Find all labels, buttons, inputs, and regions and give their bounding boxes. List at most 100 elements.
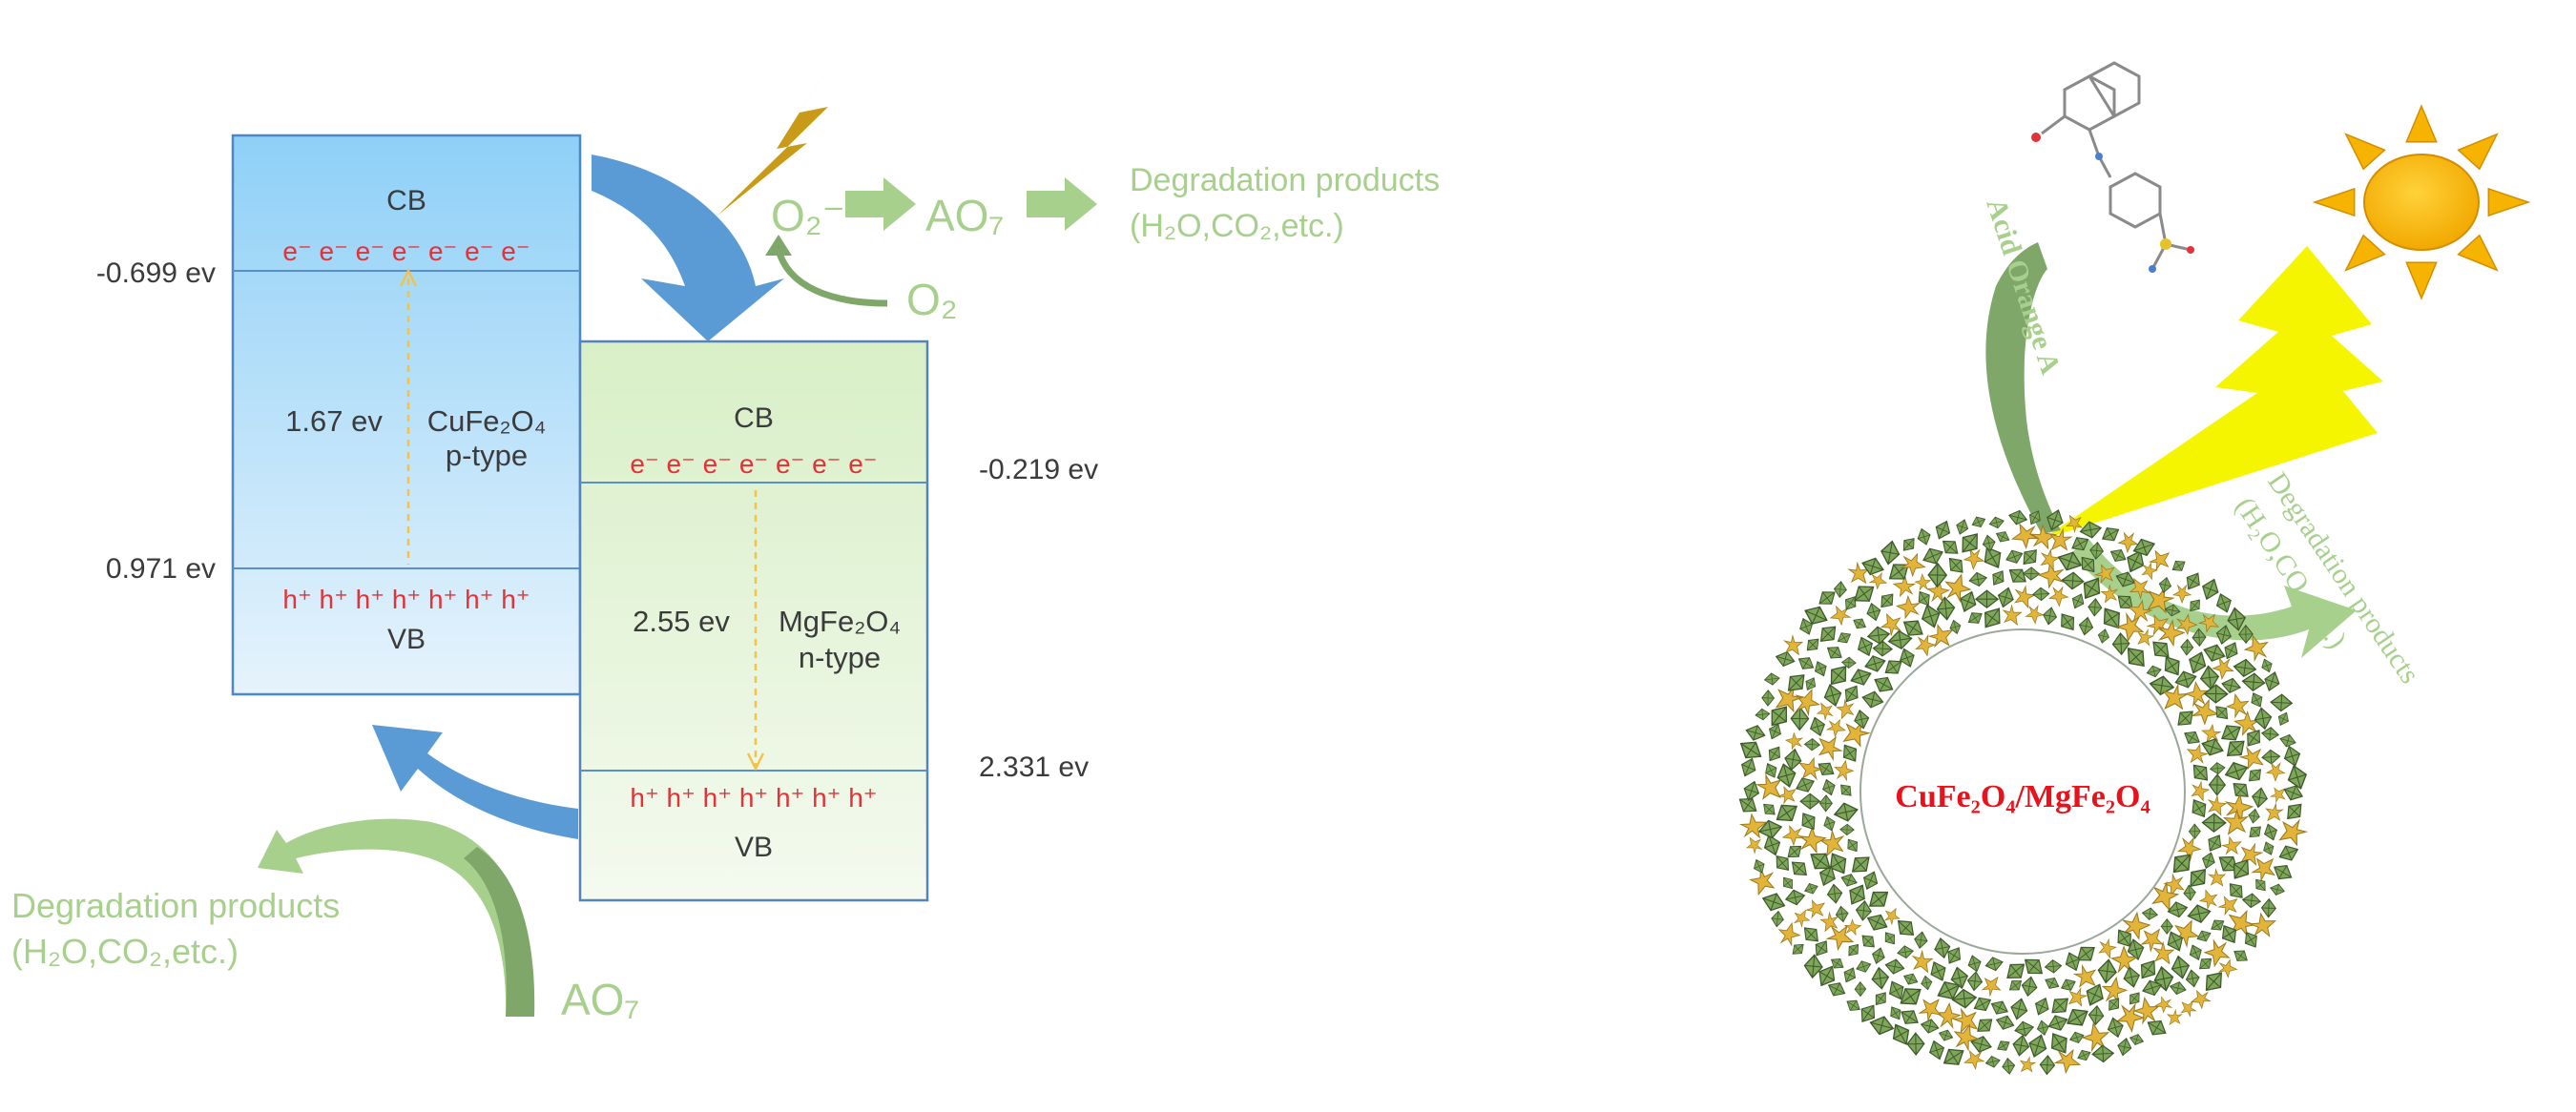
nanoplate-green: [1759, 889, 1789, 916]
nanoplate-green: [2261, 821, 2280, 843]
nanoplate-green: [2281, 798, 2308, 825]
bottom-products-line1: Degradation products: [11, 886, 340, 925]
bottom-degradation-arrow: [258, 818, 535, 1017]
nanoplate-green: [2277, 731, 2298, 750]
acid-orange-molecule-icon: [2041, 61, 2192, 270]
nanoplate-green: [2077, 615, 2095, 637]
top-products-line2: (H₂O,CO₂,etc.): [1130, 208, 1344, 244]
light-bolt-icon: [2042, 246, 2383, 540]
nanoplate-green: [2245, 822, 2266, 842]
bottom-ao7-label: AO₇: [561, 975, 639, 1024]
nanoplate-green: [1953, 517, 1971, 537]
sun-ray: [2405, 104, 2438, 143]
nanoplate-green: [2203, 831, 2227, 855]
nanoplate-green: [2260, 749, 2281, 766]
nanoplate-green: [1795, 652, 1818, 674]
nanoplate-green: [2201, 813, 2227, 834]
nanoplate-green: [1802, 674, 1819, 693]
cufe2o4-band-box: [231, 134, 582, 696]
molecule-nitrogen-atom: [2095, 153, 2103, 160]
nanoplate-green: [1839, 964, 1859, 986]
nanoplate-gold: [1776, 919, 1803, 947]
sun-ray: [2457, 234, 2499, 272]
nanoplate-gold: [1803, 895, 1831, 922]
nanoplate-gold: [2010, 584, 2039, 612]
nanoplate-gold: [2052, 1045, 2085, 1077]
nanoplate-gold: [2219, 833, 2246, 858]
nanoplate-green: [1743, 722, 1768, 744]
nanoplate-green: [1763, 671, 1781, 687]
mgfe2o4-vb-energy: 2.331 ev: [979, 752, 1089, 783]
nanoplate-green: [1854, 981, 1867, 998]
nanoplate-green: [2247, 690, 2267, 710]
nanoplate-green: [1906, 1032, 1925, 1056]
hole-transfer-arrow: [372, 725, 578, 839]
ring-core: [1859, 628, 2186, 955]
sun-ray: [2344, 133, 2386, 171]
nanoplate-green: [2187, 759, 2214, 786]
nanoplate-green: [1919, 974, 1934, 992]
nanoplate-green: [2212, 590, 2235, 616]
nanoplate-green: [2280, 743, 2304, 770]
nanoplate-green: [1896, 1004, 1923, 1030]
nanoplate-green: [2068, 590, 2088, 611]
nanoplate-green: [1892, 914, 1920, 942]
top-ao7-label: AO₇: [925, 191, 1004, 240]
dye-adsorption-arrow: [1985, 242, 2061, 534]
nanoplate-green: [2107, 545, 2129, 566]
nanoplate-green: [1802, 634, 1823, 655]
nanoplate-green: [1835, 628, 1854, 648]
nanoplate-green: [1977, 602, 2007, 633]
nanoplate-gold: [2188, 987, 2212, 1011]
nanoplate-green: [2061, 570, 2086, 591]
lightning-icon: [717, 10, 864, 216]
nanoplate-green: [1819, 777, 1839, 798]
nanoplate-green: [1825, 882, 1844, 905]
nanoplate-green: [2221, 758, 2252, 785]
nanoplate-green: [1925, 1038, 1948, 1062]
nanoplate-gold: [2163, 1007, 2186, 1030]
cufe2o4-holes: h⁺ h⁺ h⁺ h⁺ h⁺ h⁺ h⁺: [282, 585, 530, 614]
nanoplate-green: [1839, 871, 1859, 890]
superoxide-label: O₂⁻: [771, 191, 845, 240]
nanoplate-green: [1969, 513, 1988, 530]
ao7-to-products-arrow-top: [1027, 177, 1097, 231]
nanoplate-green: [2143, 1015, 2171, 1041]
nanoplate-green: [1770, 910, 1785, 928]
nanoplate-green: [1993, 527, 2012, 546]
nanoplate-green: [1859, 689, 1886, 711]
nanoplate-green: [1898, 533, 1920, 555]
nanoplate-green: [2268, 881, 2287, 897]
nanoplate-green: [2039, 1054, 2056, 1076]
nanoplate-green: [2141, 906, 2159, 921]
nanoplate-gold: [2260, 800, 2287, 827]
nanoplate-green: [2020, 975, 2040, 999]
nanoplate-green: [1987, 514, 2005, 530]
nanoplate-green: [2171, 705, 2199, 731]
sun-ray: [2312, 187, 2356, 217]
nanoplate-green: [2088, 1004, 2106, 1026]
nanoplate-green: [2230, 945, 2252, 966]
nanoplate-gold: [1742, 833, 1765, 855]
nanoplate-green: [1879, 539, 1902, 566]
cufe2o4-cb-energy: -0.699 ev: [96, 257, 216, 289]
nanoplate-green: [1896, 944, 1915, 960]
nanoplate-green: [2209, 761, 2227, 775]
nanoplate-green: [2169, 556, 2189, 575]
superoxide-to-ao7-arrow: [845, 177, 916, 231]
nanoplate-green: [1869, 945, 1888, 966]
bottom-degradation-arrow-shadow: [464, 847, 535, 1017]
nanoplate-green: [1927, 562, 1948, 588]
nanoplate-green: [2115, 1036, 2134, 1058]
nanoplate-green: [2275, 710, 2293, 729]
nanoplate-green: [1987, 566, 2009, 589]
nanoplate-green: [2006, 507, 2029, 527]
nanoplate-green: [1737, 754, 1760, 780]
nanoplate-green: [2179, 638, 2194, 656]
molecule-oxygen-atom: [2031, 133, 2041, 142]
nanoplate-green: [1783, 887, 1807, 908]
nanoplate-green: [1938, 534, 1963, 560]
nanoplate-green: [1943, 552, 1969, 578]
nanoplate-green: [2145, 663, 2163, 679]
nanoplate-green: [1774, 649, 1797, 669]
